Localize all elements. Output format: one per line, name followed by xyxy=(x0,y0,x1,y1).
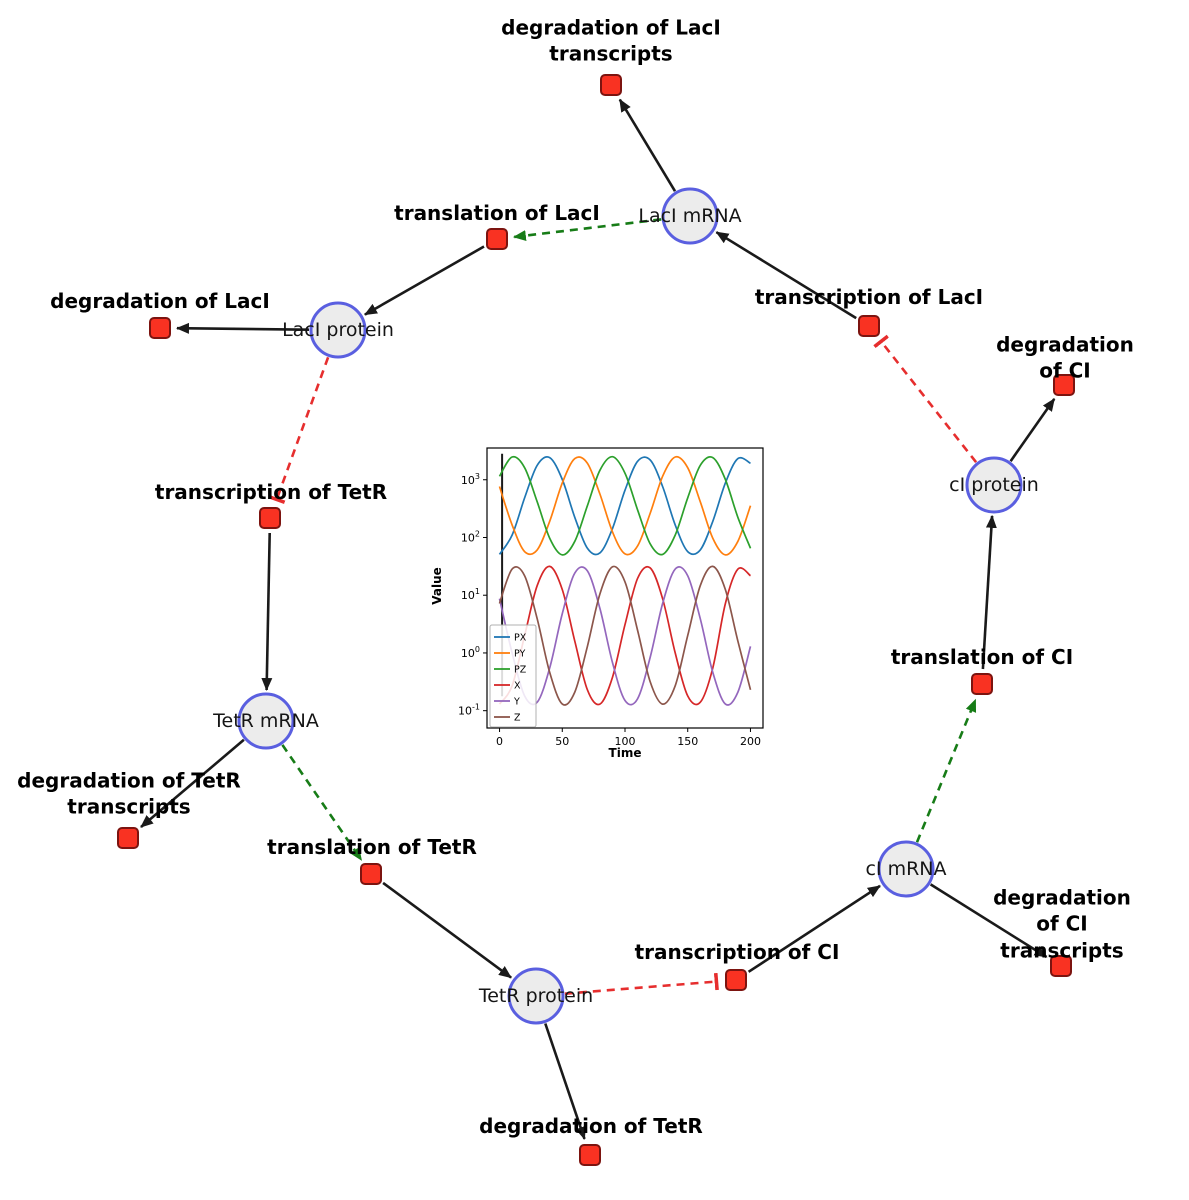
chart-series-PY xyxy=(498,455,752,556)
edge-group xyxy=(140,98,1056,1140)
edge-production-transl_laci-to-laci_protein xyxy=(364,245,485,316)
y-tick-label-1e-1: 10-1 xyxy=(458,703,480,718)
legend-label-PY: PY xyxy=(514,649,526,660)
y-tick-label-1e1: 101 xyxy=(461,587,480,602)
y-tick-label-1e2: 102 xyxy=(461,529,480,544)
edge-catalysis-tetr_mrna-to-transl_tetr xyxy=(281,744,363,861)
chart-ylabel: Value xyxy=(430,567,444,605)
edge-production-transl_tetr-to-tetr_protein xyxy=(382,881,512,979)
edge-production-transl_ci-to-ci_protein xyxy=(981,514,997,670)
y-tick-label-1e0: 100 xyxy=(461,645,480,660)
x-tick-label-50: 50 xyxy=(555,735,569,748)
edge-production-transcr_tetr-to-tetr_mrna xyxy=(261,532,273,691)
x-tick-label-150: 150 xyxy=(677,735,698,748)
edge-inhibition-ci_protein-to-transcr_laci xyxy=(873,334,978,464)
edge-production-transcr_laci-to-laci_mrna xyxy=(715,231,857,320)
legend-label-X: X xyxy=(514,681,521,692)
edge-inhibition-laci_protein-to-transcr_tetr xyxy=(268,356,330,505)
edge-consumption-ci_mrna-to-deg_ci_tx xyxy=(929,883,1048,959)
x-tick-label-0: 0 xyxy=(496,735,503,748)
edge-catalysis-ci_mrna-to-transl_ci xyxy=(915,698,977,843)
edge-consumption-laci_mrna-to-deg_laci_tx xyxy=(618,98,677,192)
edge-consumption-laci_protein-to-deg_laci xyxy=(176,322,310,334)
edge-consumption-tetr_mrna-to-deg_tetr_tx xyxy=(140,738,245,828)
chart-series-X xyxy=(498,565,752,706)
edge-inhibition-tetr_protein-to-transcr_ci xyxy=(564,972,719,995)
legend-label-Y: Y xyxy=(513,697,520,708)
chart-series-Y xyxy=(498,566,752,706)
edge-catalysis-laci_mrna-to-transl_laci xyxy=(512,218,662,242)
edge-consumption-tetr_protein-to-deg_tetr xyxy=(544,1023,586,1140)
edge-consumption-ci_protein-to-deg_ci xyxy=(1009,398,1056,462)
chart-legend-box xyxy=(489,624,537,728)
x-tick-label-200: 200 xyxy=(740,735,761,748)
legend-label-PZ: PZ xyxy=(514,665,527,676)
chart-series-PZ xyxy=(498,455,752,556)
legend-label-Z: Z xyxy=(514,713,521,724)
edge-production-transcr_ci-to-ci_mrna xyxy=(747,884,881,973)
chart-series-Z xyxy=(498,565,752,706)
y-tick-label-1e3: 103 xyxy=(461,472,480,487)
x-tick-label-100: 100 xyxy=(615,735,636,748)
legend-label-PX: PX xyxy=(514,633,527,644)
chart-xlabel: Time xyxy=(608,746,642,760)
